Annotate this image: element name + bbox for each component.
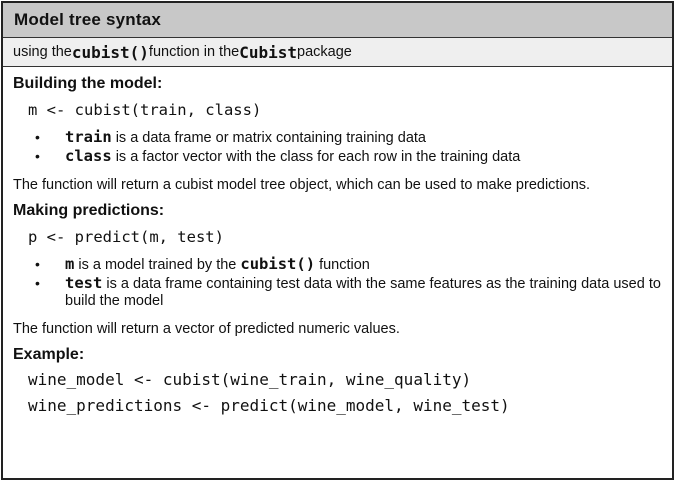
box-subtitle: using the cubist() function in the Cubis… [3, 38, 672, 67]
bullet-term: test [65, 274, 103, 292]
box-content: Building the model: m <- cubist(train, c… [3, 74, 672, 419]
bullet-dot-icon: • [35, 129, 40, 145]
bullet-dot-icon: • [35, 148, 40, 164]
bullet-term: class [65, 147, 112, 165]
predicting-bullets: • m is a model trained by the cubist() f… [13, 256, 662, 310]
predicting-code: p <- predict(m, test) [28, 228, 224, 246]
bullet-test: • test is a data frame containing test d… [35, 275, 662, 310]
subtitle-suffix: package [297, 44, 352, 60]
bullet-term: train [65, 128, 112, 146]
building-bullets: • train is a data frame or matrix contai… [13, 129, 662, 166]
bullet-func: cubist() [240, 255, 316, 273]
example-code-line: wine_predictions <- predict(wine_model, … [28, 396, 510, 415]
box-title: Model tree syntax [3, 3, 672, 38]
subtitle-package-name: Cubist [239, 42, 298, 62]
bullet-m: • m is a model trained by the cubist() f… [35, 256, 662, 274]
bullet-term: m [65, 255, 75, 273]
bullet-class: • class is a factor vector with the clas… [35, 148, 662, 166]
bullet-dot-icon: • [35, 275, 40, 291]
building-heading: Building the model: [13, 75, 163, 92]
bullet-text: is a factor vector with the class for ea… [111, 149, 521, 165]
subtitle-middle: function in the [148, 44, 240, 60]
example-code-block: wine_model <- cubist(wine_train, wine_qu… [13, 367, 662, 419]
subtitle-function-name: cubist() [71, 42, 149, 62]
bullet-train: • train is a data frame or matrix contai… [35, 129, 662, 147]
building-code: m <- cubist(train, class) [28, 101, 262, 119]
predicting-heading: Making predictions: [13, 202, 165, 219]
example-heading: Example: [13, 346, 85, 363]
bullet-text-after: function [315, 257, 370, 273]
bullet-dot-icon: • [35, 256, 40, 272]
example-code-line: wine_model <- cubist(wine_train, wine_qu… [28, 370, 472, 389]
predicting-returns: The function will return a vector of pre… [13, 321, 400, 337]
bullet-text: is a data frame containing test data wit… [65, 276, 661, 309]
subtitle-prefix: using the [13, 44, 72, 60]
bullet-text: is a model trained by the [74, 257, 241, 273]
building-returns: The function will return a cubist model … [13, 177, 591, 193]
bullet-text: is a data frame or matrix containing tra… [111, 130, 426, 146]
